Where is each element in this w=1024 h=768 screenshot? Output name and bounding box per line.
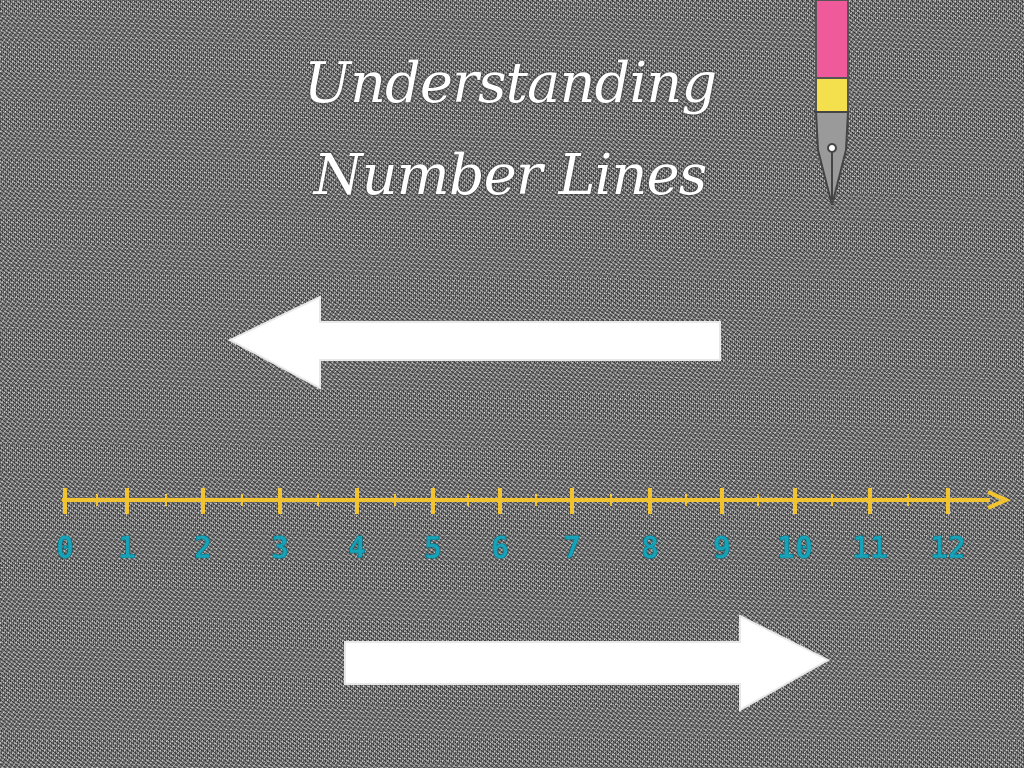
tick-label: 12 — [930, 531, 966, 566]
tick-label: 11 — [852, 531, 888, 566]
tick-label: 5 — [424, 531, 442, 566]
tick-label: 8 — [641, 531, 659, 566]
tick-label: 6 — [491, 531, 509, 566]
tick-label: 3 — [271, 531, 289, 566]
tick-label: 4 — [348, 531, 366, 566]
tick-label: 0 — [56, 531, 74, 566]
number-line-arrowhead — [987, 490, 1011, 510]
tick-label: 9 — [713, 531, 731, 566]
tick-label: 1 — [118, 531, 136, 566]
tick-label: 2 — [194, 531, 212, 566]
left-arrow-shape — [227, 295, 721, 390]
fountain-pen-icon — [808, 0, 856, 215]
tick-label: 7 — [563, 531, 581, 566]
slide-title: Understanding Number Lines — [303, 51, 717, 209]
right-arrow-shape — [344, 614, 831, 712]
tick-label: 10 — [777, 531, 813, 566]
